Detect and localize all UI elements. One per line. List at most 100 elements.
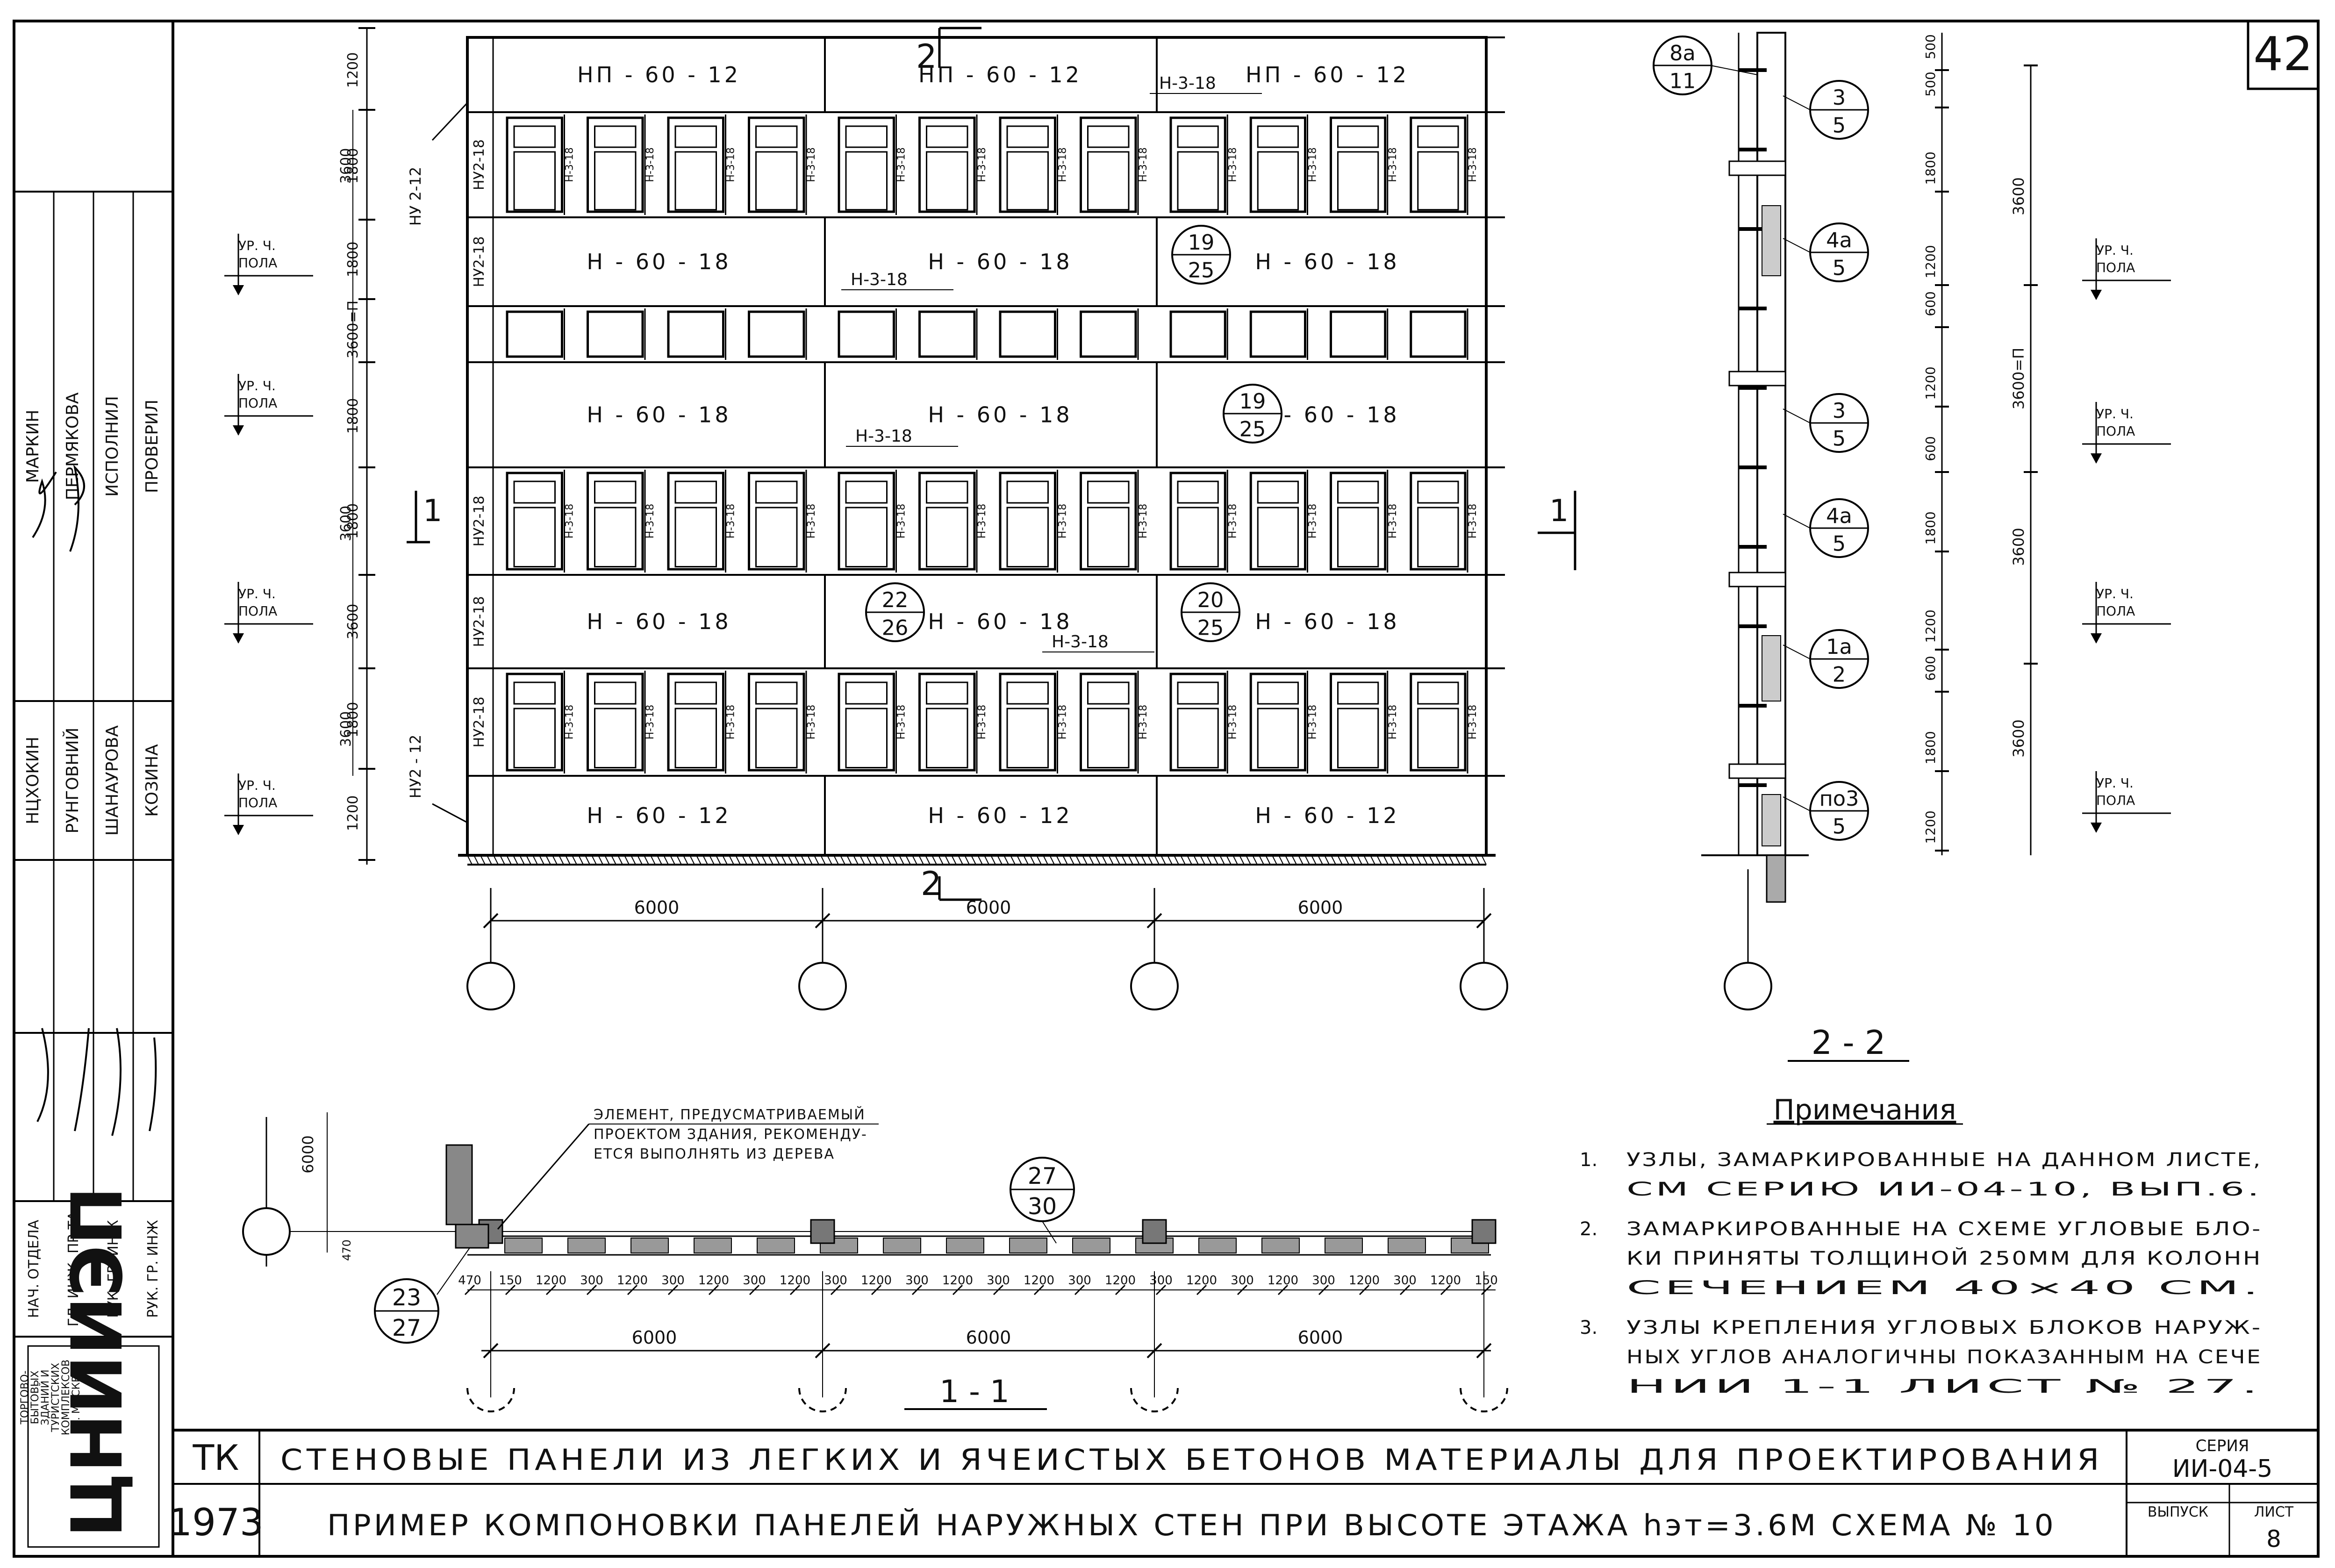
window-transom	[1177, 681, 1219, 705]
window-frame	[748, 472, 805, 571]
ground-hatch	[925, 855, 931, 865]
ground-hatch	[716, 855, 721, 865]
ground-hatch	[820, 855, 826, 865]
ground-hatch	[951, 855, 957, 865]
window-frame	[667, 472, 724, 571]
window-frame	[506, 673, 563, 772]
ground-hatch	[1089, 855, 1094, 865]
window-transom	[1257, 480, 1299, 504]
jamb-label: Н-3-18	[1387, 504, 1399, 538]
ground-hatch	[1108, 855, 1114, 865]
dim-tick	[505, 1284, 516, 1296]
ground-hatch	[1331, 855, 1336, 865]
window-sash	[755, 708, 798, 768]
ground-hatch	[1475, 855, 1480, 865]
window-frame	[1330, 673, 1387, 772]
sub-dim-value: 1200	[698, 1274, 729, 1288]
ground-hatch	[1370, 855, 1375, 865]
window-transom	[594, 125, 637, 148]
jamb-label: Н-3-18	[1227, 504, 1239, 538]
dim-value: 500	[1923, 72, 1938, 96]
ground-hatch	[657, 855, 662, 865]
panel-mark: НП - 60 - 12	[918, 62, 1082, 87]
signature-2	[36, 1028, 157, 1136]
window-transom	[755, 480, 798, 504]
ground-hatch	[958, 855, 963, 865]
window-frame	[1169, 472, 1226, 571]
floor-slab	[1728, 160, 1786, 176]
window-frame	[838, 472, 895, 571]
node-bottom: 11	[1669, 69, 1696, 93]
ground-hatch	[938, 855, 944, 865]
window-frame	[1080, 472, 1137, 571]
title-block: ТК 1973 СТЕНОВЫЕ ПАНЕЛИ ИЗ ЛЕГКИХ И ЯЧЕИ…	[168, 1429, 2318, 1556]
leader	[1783, 644, 1811, 659]
section-2-2: 2 - 28а11354а5354а51а2по3550050018001200…	[1653, 32, 2171, 1062]
window-frame	[667, 116, 724, 213]
corner-mark-bottom: НУ2 - 12	[407, 735, 424, 799]
ground-hatch	[971, 855, 976, 865]
jamb-label: Н-3-18	[976, 147, 988, 182]
dim-tick	[1440, 1284, 1451, 1296]
sheet-number: 42	[2253, 27, 2313, 81]
dim-tick	[993, 1284, 1004, 1296]
window-sash	[1087, 708, 1130, 768]
jamb-label: Н-3-18	[806, 705, 817, 739]
column	[1471, 1219, 1497, 1244]
column	[810, 1219, 835, 1244]
window-transom	[1177, 125, 1219, 148]
panel-mark: Н - 60 - 18	[587, 402, 731, 428]
window-frame	[1330, 116, 1387, 213]
floor-level-mark: УР. Ч.ПОЛА	[2082, 582, 2171, 644]
window-sash	[513, 708, 556, 768]
ground-hatch	[676, 855, 682, 865]
leader	[1783, 408, 1811, 423]
sidebar-role: КОЗИНА	[143, 744, 162, 817]
insulation-hatch	[1762, 205, 1781, 276]
ground-hatch	[1298, 855, 1304, 865]
floor-level-mark: УР. Ч.ПОЛА	[2082, 771, 2171, 833]
node-bottom: 25	[1188, 258, 1215, 282]
window-frame	[506, 116, 563, 213]
ground-hatch	[1291, 855, 1297, 865]
ground-hatch	[1468, 855, 1474, 865]
ground-hatch	[1259, 855, 1264, 865]
node-tag: 4а5	[1809, 498, 1869, 558]
window-frame	[1330, 310, 1387, 358]
floor-arrow	[233, 825, 244, 835]
sheet-number-box	[2247, 20, 2320, 90]
corner-panel-mark: НУ2-18	[471, 236, 487, 287]
ground-hatch	[1062, 855, 1068, 865]
floor-label-1: УР. Ч.	[2096, 586, 2134, 601]
panel-mark: Н - 60 - 18	[928, 402, 1072, 428]
axis-bubble	[798, 962, 847, 1010]
ground-hatch	[1232, 855, 1238, 865]
leader	[1783, 796, 1811, 811]
note-line: НИИ 1-1 ЛИСТ № 27.	[1626, 1376, 2262, 1397]
panel-mark: Н - 60 - 12	[1255, 803, 1399, 828]
panel-mark: Н - 60 - 18	[587, 249, 731, 274]
ground-hatch	[1409, 855, 1415, 865]
dim-tick	[708, 1284, 719, 1296]
sidebar-org-line: ТОРГОВО-	[19, 1370, 31, 1425]
ground-hatch	[892, 855, 898, 865]
sub-dim-value: 1200	[1186, 1274, 1217, 1288]
sidebar-org-line: БЫТОВЫХ	[29, 1371, 41, 1425]
window-frame	[506, 310, 563, 358]
jamb-label: Н-3-18	[976, 705, 988, 739]
ground-hatch	[1278, 855, 1284, 865]
note-line: КИ ПРИНЯТЫ ТОЛЩИНОЙ 250ММ ДЛЯ КОЛОНН	[1626, 1247, 2262, 1269]
sidebar-position: РУК. ГР. ИНЖ	[145, 1220, 161, 1318]
ground-hatch	[1226, 855, 1232, 865]
floor-level-mark: УР. Ч.ПОЛА	[224, 773, 313, 835]
window-frame	[918, 472, 976, 571]
title-line-1: СТЕНОВЫЕ ПАНЕЛИ ИЗ ЛЕГКИХ И ЯЧЕИСТЫХ БЕТ…	[280, 1443, 2103, 1477]
sub-dim-value: 1200	[1349, 1274, 1380, 1288]
dim-value: 1800	[1923, 731, 1938, 764]
ground-hatch	[1206, 855, 1212, 865]
node-bottom: 5	[1833, 113, 1846, 137]
window-sash	[926, 507, 968, 567]
ground-hatch	[1239, 855, 1245, 865]
